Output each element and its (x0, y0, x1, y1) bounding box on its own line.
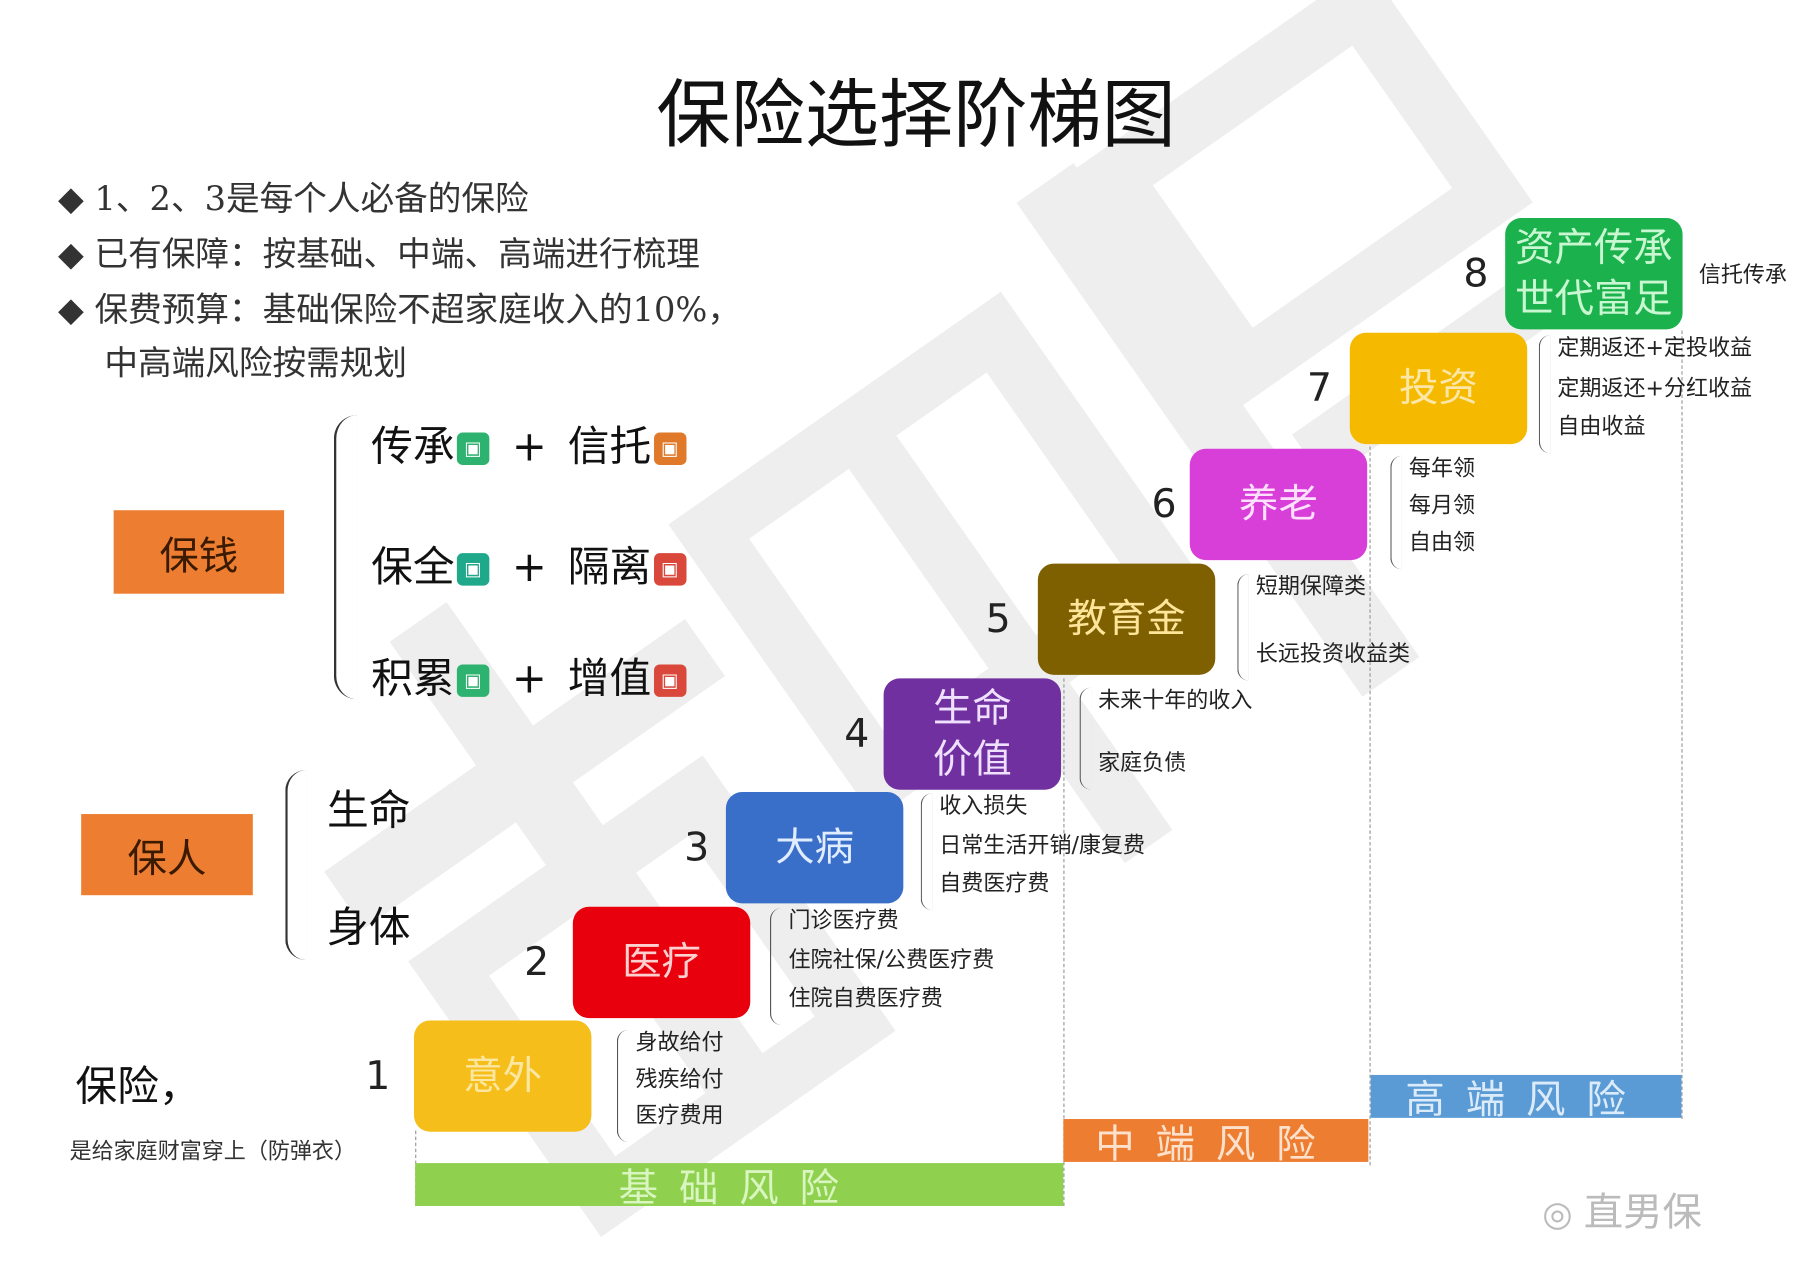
money-item: 保全 (371, 543, 455, 592)
step-1-box: 意外 (413, 1020, 592, 1132)
step-detail: 自由收益 (1557, 413, 1646, 440)
detail-brace (1079, 687, 1092, 790)
step-detail: 残疾给付 (635, 1066, 724, 1093)
detail-brace (920, 793, 933, 911)
step-number: 3 (684, 824, 710, 871)
insurance-title: 保险， (75, 1063, 201, 1111)
person-item: 身体 (327, 904, 411, 953)
money-row: 传承▣ +信托▣ (371, 413, 687, 473)
step-detail: 信托传承 (1698, 262, 1787, 288)
detail-brace (769, 907, 782, 1026)
bullet-2: ◆ 已有保障：按基础、中端、高端进行梳理 (57, 234, 700, 274)
money-box: 保钱 (113, 510, 285, 594)
step-number: 7 (1306, 365, 1332, 412)
step-detail: 长远投资收益类 (1255, 641, 1411, 667)
step-detail: 自由领 (1408, 529, 1476, 556)
pen-seal-icon: ▣ (653, 432, 687, 465)
step-number: 1 (365, 1052, 391, 1100)
step-number: 2 (524, 939, 550, 986)
step-number: 8 (1463, 250, 1489, 297)
step-detail: 自费医疗费 (939, 870, 1050, 897)
hand-coin-icon: ▣ (456, 553, 490, 586)
money-row: 积累▣ +增值▣ (371, 645, 687, 705)
divider (1681, 330, 1683, 1120)
step-detail: 收入损失 (939, 793, 1028, 819)
certificate-icon: ▣ (456, 664, 490, 697)
watermark-stroke (832, 411, 1173, 864)
money-item: 信托 (567, 423, 652, 471)
detail-brace (1390, 455, 1402, 570)
step-detail: 家庭负债 (1098, 750, 1187, 776)
wechat-icon: ◎ (1542, 1194, 1584, 1235)
logo-text: 直男保 (1583, 1189, 1702, 1237)
money-item: 积累 (371, 655, 455, 703)
step-detail: 日常生活开销/康复费 (939, 832, 1145, 859)
detail-brace (616, 1029, 629, 1143)
money-item: 增值 (567, 655, 652, 703)
step-detail: 医疗费用 (635, 1102, 724, 1129)
person-brace (285, 769, 306, 961)
bullet-3: ◆ 保费预算：基础保险不超家庭收入的10%， (57, 289, 741, 330)
money-item: 传承 (371, 423, 455, 471)
step-detail: 住院社保/公费医疗费 (788, 947, 995, 973)
person-item: 生命 (327, 787, 411, 835)
money-row: 保全▣ +隔离▣ (371, 533, 687, 593)
detail-brace (1237, 574, 1249, 681)
money-brace (333, 415, 357, 700)
step-detail: 身故给付 (635, 1029, 724, 1056)
step-detail: 每月领 (1408, 492, 1476, 519)
person-box: 保人 (81, 814, 253, 896)
step-number: 6 (1151, 481, 1177, 528)
step-detail: 门诊医疗费 (788, 907, 899, 934)
step-4-box: 生命 价值 (883, 678, 1062, 790)
risk-band: 中端风险 (1063, 1119, 1369, 1168)
plus-sign: + (511, 655, 547, 703)
divider (1369, 446, 1371, 1166)
step-detail: 每年领 (1408, 455, 1476, 482)
step-8-box: 资产传承 世代富足 (1505, 218, 1683, 330)
plus-sign: + (511, 423, 547, 471)
detail-brace (1538, 335, 1551, 454)
step-5-box: 教育金 (1037, 563, 1216, 675)
step-detail: 定期返还+定投收益 (1557, 335, 1753, 361)
bullet-1: ◆ 1、2、3是每个人必备的保险 (57, 178, 529, 219)
step-3-box: 大病 (725, 792, 904, 904)
step-detail: 未来十年的收入 (1098, 687, 1253, 714)
step-2-box: 医疗 (572, 906, 751, 1019)
watermark-stroke (1072, 0, 1533, 409)
card-icon: ▣ (653, 664, 687, 697)
step-detail: 住院自费医疗费 (788, 985, 943, 1012)
risk-band: 高端风险 (1370, 1074, 1682, 1124)
step-detail: 定期返还+分红收益 (1557, 375, 1753, 402)
logo: ◎ 直男保 (1542, 1180, 1702, 1237)
risk-band: 基础风险 (415, 1163, 1064, 1212)
plus-sign: + (511, 543, 547, 592)
page-title: 保险选择阶梯图 (656, 73, 1176, 159)
step-7-box: 投资 (1349, 332, 1528, 445)
wallet-icon: ▣ (653, 553, 687, 586)
step-number: 5 (985, 596, 1011, 643)
money-item: 隔离 (567, 543, 652, 592)
watermark-stroke (1016, 162, 1420, 697)
step-detail: 短期保障类 (1255, 574, 1367, 600)
insurance-subtitle: 是给家庭财富穿上（防弹衣） (69, 1138, 357, 1165)
divider (1063, 678, 1065, 1206)
step-6-box: 养老 (1189, 448, 1368, 561)
step-number: 4 (844, 710, 870, 758)
certificate-icon: ▣ (456, 432, 490, 465)
bullet-3-cont: 中高端风险按需规划 (104, 343, 408, 383)
